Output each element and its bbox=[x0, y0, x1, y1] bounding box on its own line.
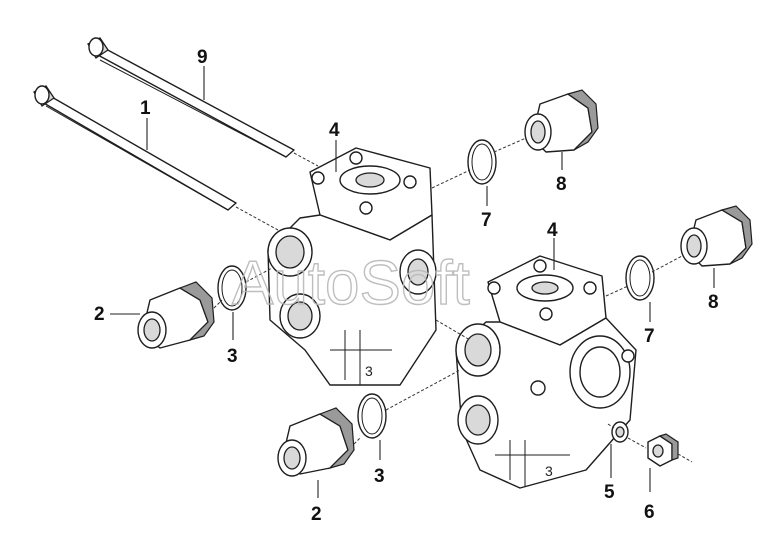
leader-lines bbox=[110, 66, 715, 498]
o-ring-3-lower bbox=[357, 393, 387, 439]
fitting-8-upper bbox=[524, 89, 599, 153]
callout-3-lower: 3 bbox=[374, 466, 385, 487]
fitting-2-upper bbox=[137, 281, 215, 349]
o-ring-3-upper bbox=[217, 265, 247, 311]
callout-5: 5 bbox=[604, 482, 615, 503]
washer-5 bbox=[611, 421, 629, 443]
callout-3-upper: 3 bbox=[227, 346, 238, 367]
callout-1: 1 bbox=[140, 98, 151, 119]
callout-4-upper: 4 bbox=[329, 120, 340, 141]
callout-7-lower: 7 bbox=[644, 326, 655, 347]
o-ring-7-upper bbox=[467, 139, 497, 185]
valve-body-upper: 3 bbox=[267, 147, 437, 386]
fitting-2-lower bbox=[277, 407, 355, 477]
valve-body-lower: 3 bbox=[455, 255, 637, 489]
svg-text:3: 3 bbox=[545, 463, 553, 479]
callout-2-lower: 2 bbox=[311, 504, 322, 525]
callout-4-lower: 4 bbox=[547, 220, 558, 241]
fitting-8-lower bbox=[680, 205, 753, 267]
callout-6: 6 bbox=[644, 502, 655, 523]
assembly-lines bbox=[213, 137, 683, 449]
nut-6 bbox=[647, 433, 693, 467]
callout-9: 9 bbox=[197, 47, 208, 68]
o-ring-7-lower bbox=[625, 255, 655, 301]
watermark-text: AutoSoft bbox=[232, 249, 470, 318]
callout-2-upper: 2 bbox=[94, 304, 105, 325]
callout-8-upper: 8 bbox=[556, 174, 567, 195]
callout-7-upper: 7 bbox=[481, 210, 492, 231]
bolt-9 bbox=[87, 37, 319, 167]
bolt-1 bbox=[33, 85, 279, 231]
svg-text:3: 3 bbox=[365, 363, 373, 379]
callout-8-lower: 8 bbox=[708, 292, 719, 313]
